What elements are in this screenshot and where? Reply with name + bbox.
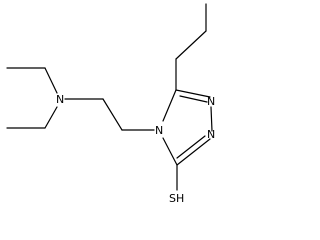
- bond-ring-n1-n2: [210, 106, 213, 132]
- bond-ring-c3-n4: [162, 137, 178, 166]
- bond-ring-n2-c3-double: [176, 138, 211, 166]
- bond-ring-n4-c5: [162, 89, 177, 122]
- bond-ring-c5-n1-double-inner: [179, 95, 208, 103]
- bond-propyl-ch2-ch2: [175, 30, 207, 60]
- bond-ring-n2-c3-double-inner: [176, 135, 206, 159]
- bond-ethyl2-n-ch2: [44, 106, 58, 129]
- bond-ring-c5-n1-double: [175, 89, 211, 98]
- atom-ring-nitrogen-1: N: [207, 95, 215, 108]
- atom-amine-nitrogen: N: [56, 93, 64, 106]
- atom-thiol-sh: SH: [169, 192, 184, 205]
- structural-formula: N N N N SH: [6, 3, 215, 205]
- atom-ring-nitrogen-4: N: [155, 124, 163, 137]
- bond-linker-ch2-ch2: [102, 98, 123, 131]
- bond-ethyl1-ch2-n: [44, 67, 58, 94]
- atom-ring-nitrogen-2: N: [207, 128, 215, 141]
